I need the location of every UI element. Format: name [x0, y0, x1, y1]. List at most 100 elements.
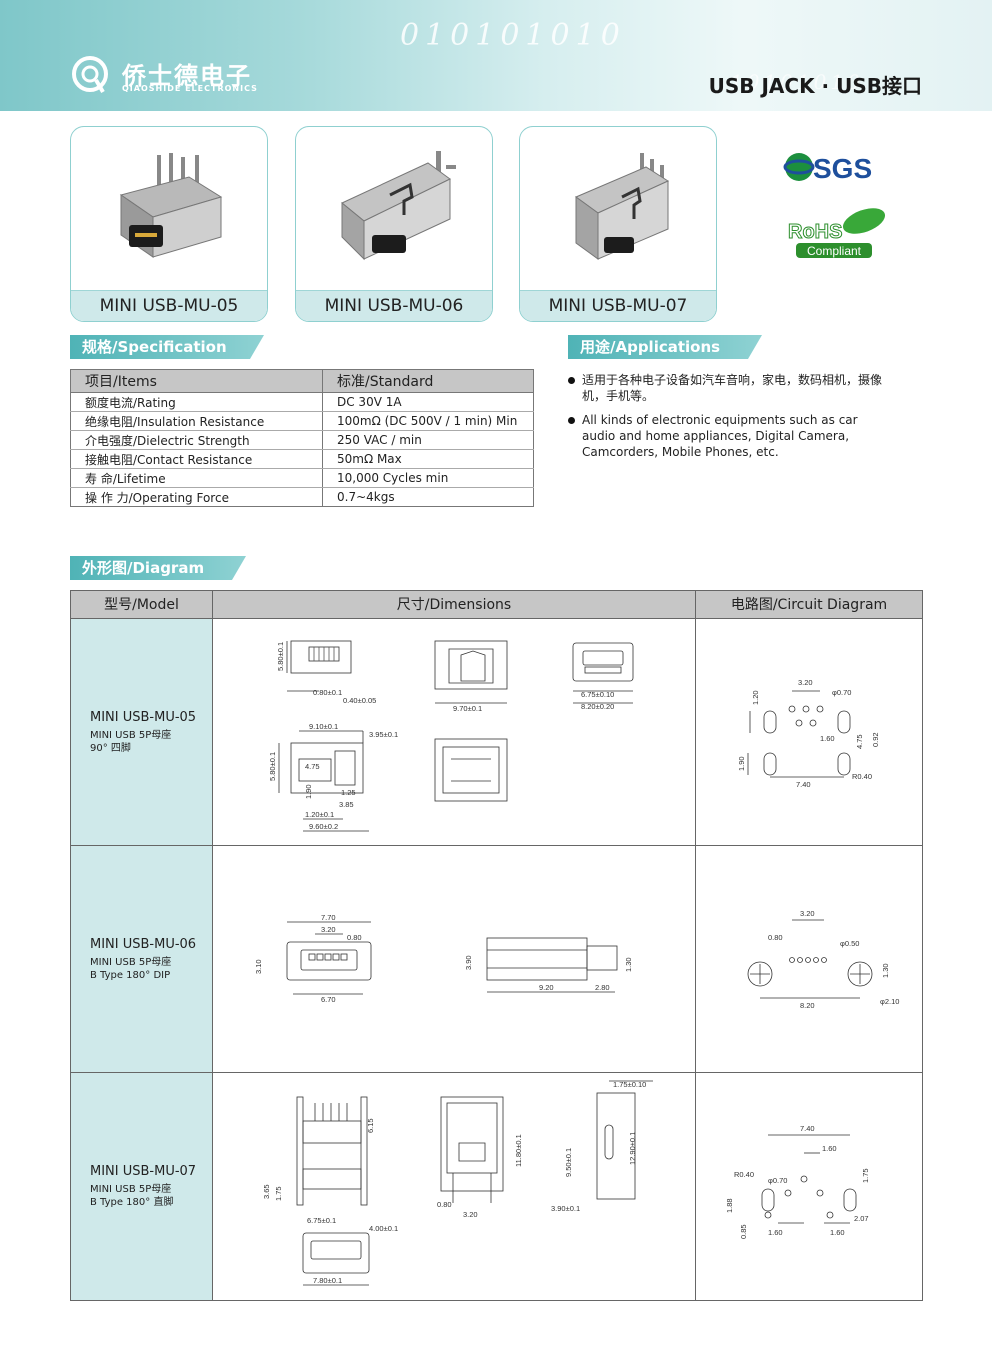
svg-text:0.80: 0.80 — [437, 1200, 452, 1209]
svg-text:2.80: 2.80 — [595, 983, 610, 992]
model-desc: MINI USB 5P母座 — [90, 1184, 172, 1195]
svg-text:7.80±0.1: 7.80±0.1 — [313, 1276, 342, 1285]
binary-decoration-2: 10101010 — [730, 70, 864, 94]
svg-text:3.20: 3.20 — [463, 1210, 478, 1219]
svg-text:1.90: 1.90 — [304, 784, 313, 799]
spec-value: 250 VAC / min — [322, 430, 534, 450]
diagram-table: 型号/Model 尺寸/Dimensions 电路图/Circuit Diagr… — [70, 590, 923, 1301]
svg-text:1.60: 1.60 — [768, 1228, 783, 1237]
svg-text:3.95±0.1: 3.95±0.1 — [369, 730, 398, 739]
svg-text:6.75±0.1: 6.75±0.1 — [307, 1216, 336, 1225]
bullet-icon — [568, 417, 575, 424]
spec-item: 寿 命/Lifetime — [70, 468, 323, 488]
svg-text:4.75: 4.75 — [305, 762, 320, 771]
model-desc: MINI USB 5P母座 — [90, 957, 172, 968]
model-name: MINI USB-MU-06 — [90, 937, 197, 952]
spec-value: 0.7~4kgs — [322, 487, 534, 507]
product-photo-mu07 — [574, 153, 670, 260]
svg-text:9.70±0.1: 9.70±0.1 — [453, 704, 482, 713]
svg-text:11.80±0.1: 11.80±0.1 — [514, 1134, 523, 1167]
model-cell-mu05: MINI USB-MU-05 MINI USB 5P母座 90° 四脚 — [71, 619, 213, 846]
brand-subtitle: QIAOSHIDE ELECTRONICS — [122, 84, 258, 93]
svg-text:3.20: 3.20 — [321, 925, 336, 934]
spec-banner: 规格/Specification — [70, 335, 264, 359]
svg-text:φ0.50: φ0.50 — [840, 939, 859, 948]
product-label: MINI USB-MU-06 — [296, 290, 492, 321]
application-item-cn: 适用于各种电子设备如汽车音响，家电，数码相机，摄像机，手机等。 — [582, 373, 883, 403]
svg-text:1.20: 1.20 — [751, 690, 760, 705]
svg-text:1.20±0.1: 1.20±0.1 — [305, 810, 334, 819]
model-desc: MINI USB 5P母座 — [90, 730, 172, 741]
svg-text:1.88: 1.88 — [725, 1198, 734, 1213]
model-desc: B Type 180° DIP — [90, 970, 171, 981]
svg-text:8.20: 8.20 — [800, 1001, 815, 1010]
spec-item: 操 作 力/Operating Force — [70, 487, 323, 507]
svg-text:9.60±0.2: 9.60±0.2 — [309, 822, 338, 831]
svg-text:1.60: 1.60 — [822, 1144, 837, 1153]
svg-text:φ0.70: φ0.70 — [768, 1176, 787, 1185]
sgs-text: SGS — [813, 153, 872, 184]
model-cell-mu07: MINI USB-MU-07 MINI USB 5P母座 B Type 180°… — [71, 1073, 213, 1300]
model-name: MINI USB-MU-05 — [90, 710, 197, 725]
svg-text:0.40±0.05: 0.40±0.05 — [343, 696, 376, 705]
spec-item: 接触电阻/Contact Resistance — [70, 449, 323, 469]
svg-text:0.85: 0.85 — [739, 1224, 748, 1239]
svg-text:1.75: 1.75 — [274, 1186, 283, 1201]
svg-text:3.20: 3.20 — [798, 678, 813, 687]
rohs-text: RoHS — [788, 221, 842, 243]
spec-value: 100mΩ (DC 500V / 1 min) Min — [322, 411, 534, 431]
binary-decoration: 010101010 — [400, 18, 626, 53]
column-header-standard: 标准/Standard — [322, 369, 534, 393]
model-desc: B Type 180° 直脚 — [90, 1197, 174, 1208]
svg-text:5.80±0.1: 5.80±0.1 — [276, 642, 285, 671]
product-card-mu06: MINI USB-MU-06 — [295, 126, 493, 322]
svg-text:4.00±0.1: 4.00±0.1 — [369, 1224, 398, 1233]
spec-item: 介电强度/Dielectric Strength — [70, 430, 323, 450]
svg-text:1.30: 1.30 — [881, 963, 890, 978]
svg-text:9.50±0.1: 9.50±0.1 — [564, 1148, 573, 1177]
column-header-items: 项目/Items — [70, 369, 323, 393]
product-label: MINI USB-MU-07 — [520, 290, 716, 321]
svg-text:3.90±0.1: 3.90±0.1 — [551, 1204, 580, 1213]
rohs-logo-icon: RoHS Compliant — [788, 208, 886, 258]
product-card-mu07: MINI USB-MU-07 — [519, 126, 717, 322]
svg-text:0.80±0.1: 0.80±0.1 — [313, 688, 342, 697]
svg-text:9.10±0.1: 9.10±0.1 — [309, 722, 338, 731]
svg-text:1.25: 1.25 — [341, 788, 356, 797]
svg-text:0.92: 0.92 — [871, 732, 880, 747]
sgs-logo-icon: SGS — [783, 153, 872, 184]
svg-text:R0.40: R0.40 — [852, 772, 872, 781]
bullet-icon — [568, 377, 575, 384]
svg-text:3.90: 3.90 — [464, 955, 473, 970]
svg-text:3.20: 3.20 — [800, 909, 815, 918]
svg-text:φ2.10: φ2.10 — [880, 997, 899, 1006]
column-header-circuit: 电路图/Circuit Diagram — [696, 591, 922, 619]
spec-value: 10,000 Cycles min — [322, 468, 534, 488]
svg-text:9.20: 9.20 — [539, 983, 554, 992]
spec-value: 50mΩ Max — [322, 449, 534, 469]
diagram-banner: 外形图/Diagram — [70, 556, 246, 580]
svg-text:0.80: 0.80 — [768, 933, 783, 942]
svg-text:1.30: 1.30 — [624, 957, 633, 972]
svg-text:1.60: 1.60 — [830, 1228, 845, 1237]
svg-text:7.40: 7.40 — [800, 1124, 815, 1133]
column-header-dimensions: 尺寸/Dimensions — [213, 591, 696, 619]
svg-text:R0.40: R0.40 — [734, 1170, 754, 1179]
page-title: USB JACK · USB接口 — [708, 74, 922, 98]
svg-text:1.90: 1.90 — [737, 756, 746, 771]
svg-text:12.90±0.1: 12.90±0.1 — [628, 1132, 637, 1165]
svg-text:1.75: 1.75 — [861, 1168, 870, 1183]
svg-text:8.20±0.20: 8.20±0.20 — [581, 702, 614, 711]
svg-text:3.85: 3.85 — [339, 800, 354, 809]
model-desc: 90° 四脚 — [90, 743, 131, 754]
rohs-compliant-text: Compliant — [807, 244, 862, 258]
table-header-row: 项目/Items 标准/Standard — [70, 369, 534, 393]
svg-text:6.75±0.10: 6.75±0.10 — [581, 690, 614, 699]
